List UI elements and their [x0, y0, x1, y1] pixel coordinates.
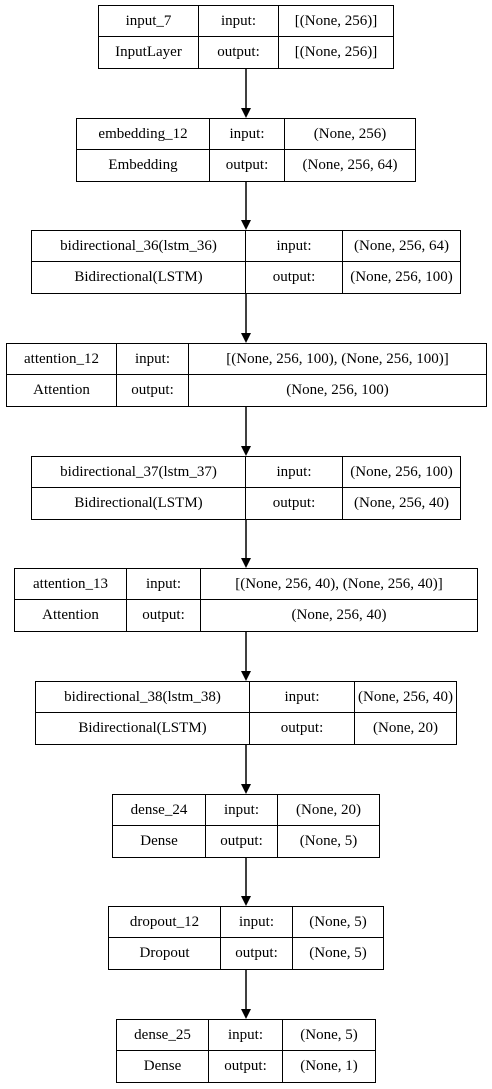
- output-label: output:: [127, 600, 201, 631]
- layer-type: Dense: [117, 1051, 209, 1082]
- input-label: input:: [250, 682, 355, 713]
- arrowhead-icon: [241, 558, 251, 568]
- layer-type: Attention: [7, 375, 117, 406]
- output-shape: (None, 1): [300, 1058, 358, 1074]
- layer-name: attention_13: [15, 569, 127, 600]
- input-label: input:: [117, 344, 189, 375]
- output-label: output:: [206, 826, 278, 857]
- input-label: input:: [127, 569, 201, 600]
- layer-type: Bidirectional(LSTM): [32, 488, 246, 519]
- layer-type: Dense: [113, 826, 206, 857]
- input-label: input:: [246, 231, 343, 262]
- output-label: output:: [209, 1051, 283, 1082]
- input-shape: (None, 256, 40): [355, 682, 456, 713]
- input-shape: (None, 5): [283, 1020, 375, 1051]
- input-shape: (None, 20): [278, 795, 379, 826]
- input-label: input:: [209, 1020, 283, 1051]
- arrowhead-icon: [241, 1009, 251, 1019]
- output-label: output:: [221, 938, 293, 969]
- arrowhead-icon: [241, 220, 251, 230]
- output-shape: (None, 5): [299, 833, 358, 849]
- layer-name: embedding_12: [77, 119, 210, 150]
- layer-node-bidirectional-37-lstm-37: bidirectional_37(lstm_37)input:(None, 25…: [31, 456, 461, 520]
- layer-name: input_7: [99, 6, 199, 37]
- layer-name: dense_25: [117, 1020, 209, 1051]
- output-shape: (None, 256, 40): [354, 495, 449, 511]
- input-shape: (None, 256, 64): [343, 231, 460, 262]
- output-shape: (None, 256, 40): [291, 607, 387, 623]
- layer-type: Attention: [15, 600, 127, 631]
- layer-name: bidirectional_38(lstm_38): [36, 682, 250, 713]
- layer-type: InputLayer: [99, 37, 199, 68]
- output-label: output:: [117, 375, 189, 406]
- layer-type: Bidirectional(LSTM): [32, 262, 246, 293]
- layer-type: Dropout: [109, 938, 221, 969]
- arrowhead-icon: [241, 671, 251, 681]
- input-shape: (None, 256, 100): [343, 457, 460, 488]
- output-shape: (None, 256, 100): [286, 382, 389, 398]
- input-shape: (None, 256): [285, 119, 415, 150]
- input-shape: [(None, 256)]: [279, 6, 393, 37]
- output-shape: (None, 256, 100): [350, 269, 453, 285]
- arrowhead-icon: [241, 333, 251, 343]
- layer-name: bidirectional_36(lstm_36): [32, 231, 246, 262]
- layer-node-bidirectional-36-lstm-36: bidirectional_36(lstm_36)input:(None, 25…: [31, 230, 461, 294]
- layer-name: dense_24: [113, 795, 206, 826]
- input-shape: (None, 5): [293, 907, 383, 938]
- layer-name: attention_12: [7, 344, 117, 375]
- output-shape: (None, 20): [373, 720, 438, 736]
- input-shape: [(None, 256, 40), (None, 256, 40)]: [201, 569, 477, 600]
- input-label: input:: [221, 907, 293, 938]
- output-shape: [(None, 256)]: [294, 44, 378, 60]
- layer-name: bidirectional_37(lstm_37): [32, 457, 246, 488]
- input-shape: [(None, 256, 100), (None, 256, 100)]: [189, 344, 486, 375]
- arrowhead-icon: [241, 784, 251, 794]
- arrowhead-icon: [241, 108, 251, 118]
- arrowhead-icon: [241, 446, 251, 456]
- output-shape: (None, 5): [309, 945, 367, 961]
- input-label: input:: [246, 457, 343, 488]
- output-label: output:: [210, 150, 285, 181]
- output-label: output:: [246, 262, 343, 293]
- layer-type: Embedding: [77, 150, 210, 181]
- input-label: input:: [210, 119, 285, 150]
- input-label: input:: [199, 6, 279, 37]
- input-label: input:: [206, 795, 278, 826]
- arrowhead-icon: [241, 896, 251, 906]
- output-label: output:: [246, 488, 343, 519]
- layer-name: dropout_12: [109, 907, 221, 938]
- output-label: output:: [250, 713, 355, 744]
- output-shape: (None, 256, 64): [302, 157, 398, 173]
- layer-node-bidirectional-38-lstm-38: bidirectional_38(lstm_38)input:(None, 25…: [35, 681, 457, 745]
- layer-type: Bidirectional(LSTM): [36, 713, 250, 744]
- output-label: output:: [199, 37, 279, 68]
